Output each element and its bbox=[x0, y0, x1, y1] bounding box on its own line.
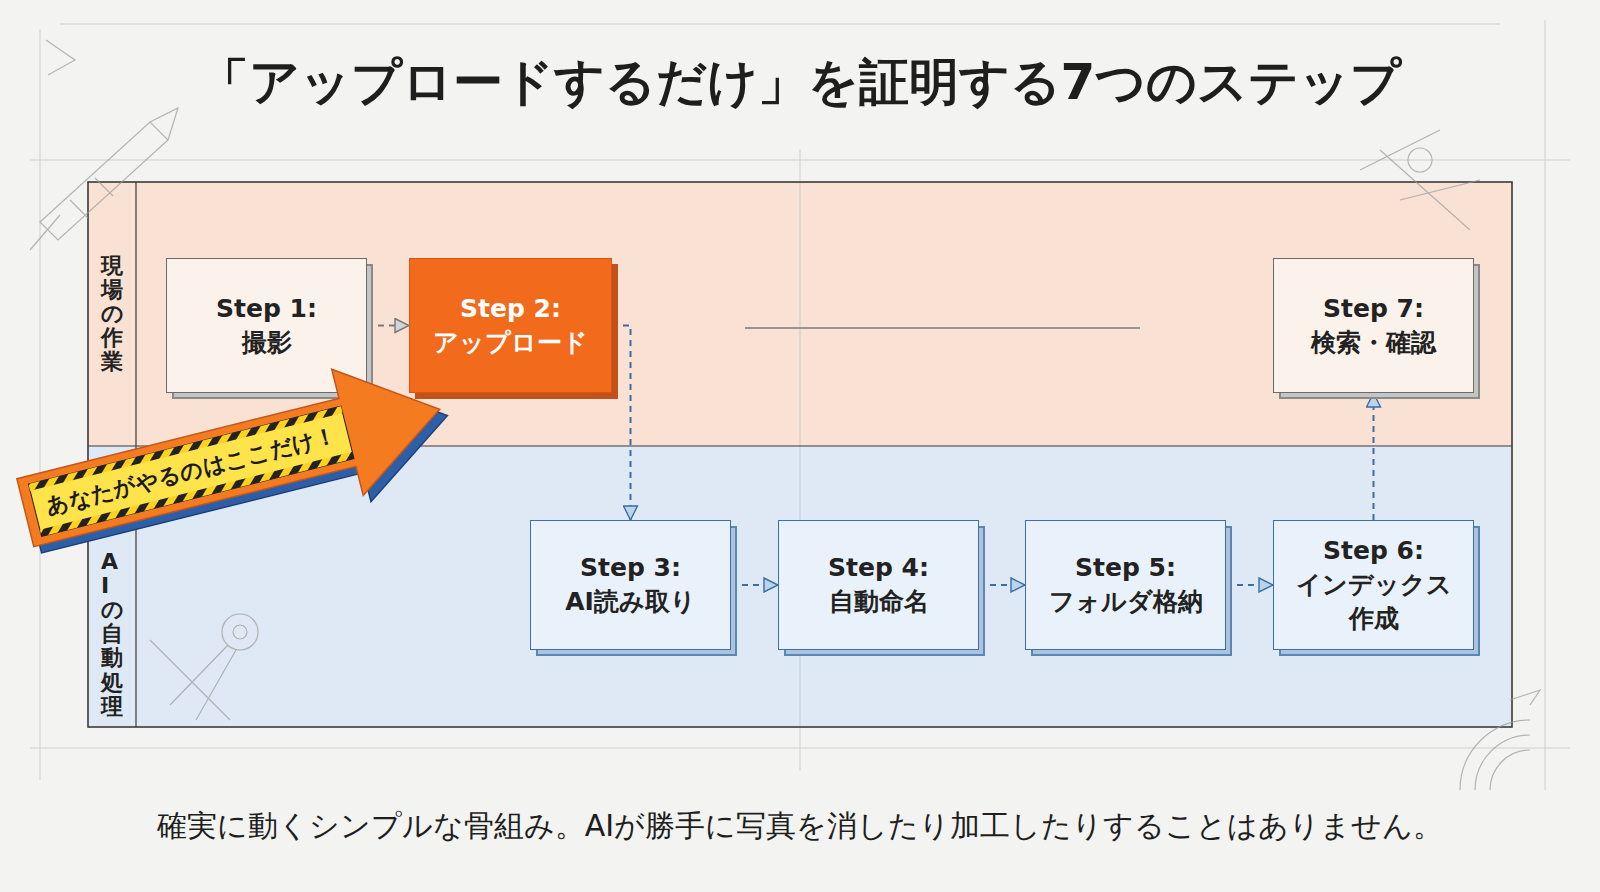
arrow-body bbox=[9, 346, 455, 575]
step-number: Step 2: bbox=[460, 292, 561, 326]
step-number: Step 1: bbox=[216, 292, 317, 326]
ai-process-box: Step 4:自動命名 bbox=[778, 520, 979, 650]
step-number: Step 4: bbox=[828, 551, 929, 585]
lane-label: AIの自動処理 bbox=[101, 550, 123, 719]
flow-connector bbox=[979, 584, 1025, 586]
process-box: Step 7:検索・確認 bbox=[1273, 258, 1474, 393]
ai-process-box: Step 6:インデックス 作成 bbox=[1273, 520, 1474, 650]
callout-banner bbox=[28, 406, 353, 536]
lane-label: 現場の作業 bbox=[101, 254, 123, 375]
step-number: Step 5: bbox=[1075, 551, 1176, 585]
step-number: Step 3: bbox=[580, 551, 681, 585]
step-label: アップロード bbox=[433, 326, 588, 360]
ai-process-box: Step 3:AI読み取り bbox=[530, 520, 731, 650]
swimlane-band: 現場の作業 Step 1:撮影 Step 2:アップロード Step 7:検索・確認 bbox=[88, 182, 1512, 446]
diagram-caption: 確実に動くシンプルな骨組み。AIが勝手に写真を消したり加工したりすることはありま… bbox=[0, 806, 1600, 846]
arc-sketch bbox=[1460, 690, 1540, 790]
flow-connector bbox=[612, 326, 631, 521]
step-label: インデックス 作成 bbox=[1288, 568, 1459, 636]
flow-connector bbox=[731, 584, 778, 586]
step-label: 自動命名 bbox=[829, 585, 929, 619]
step-label: 撮影 bbox=[242, 326, 292, 360]
step-number: Step 7: bbox=[1323, 292, 1424, 326]
sketch-frame bbox=[30, 20, 1570, 790]
pencil-sketch bbox=[30, 40, 178, 250]
ai-process-box: Step 5:フォルダ格納 bbox=[1025, 520, 1226, 650]
step-label: 検索・確認 bbox=[1311, 326, 1436, 360]
diagram-title: 「アップロードするだけ」を証明する7つのステップ bbox=[0, 52, 1600, 112]
flow-connector bbox=[367, 325, 409, 327]
step-number: Step 6: bbox=[1323, 534, 1424, 568]
step-label: フォルダ格納 bbox=[1049, 585, 1203, 619]
step-label: AI読み取り bbox=[565, 585, 696, 619]
flow-connector bbox=[1373, 393, 1375, 520]
timeline-line bbox=[745, 327, 1140, 329]
flow-connector bbox=[1226, 584, 1273, 586]
highlight-process-box: Step 2:アップロード bbox=[409, 258, 612, 393]
